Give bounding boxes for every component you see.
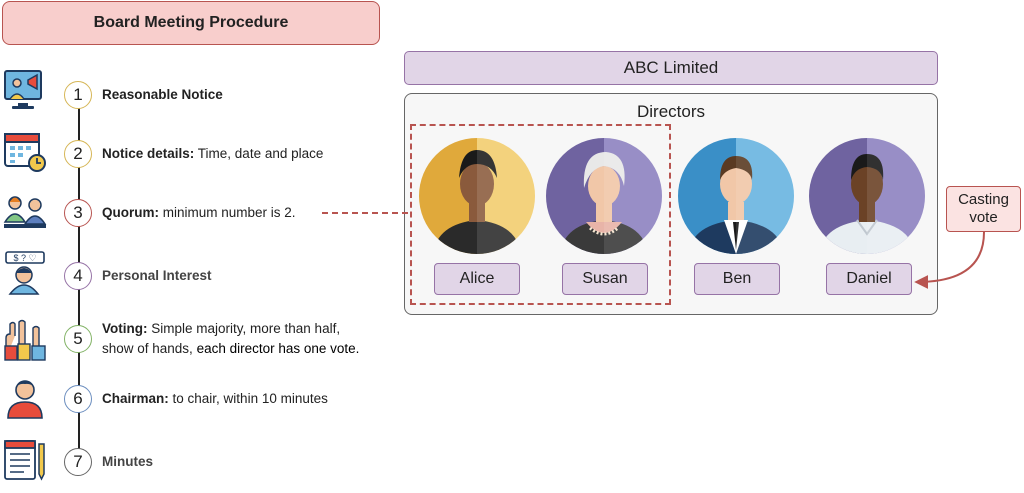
calendar-clock-icon bbox=[4, 133, 46, 172]
step-2-text: Notice details: Time, date and place bbox=[102, 146, 324, 161]
step-5-text: Voting: Simple majority, more than half,… bbox=[102, 321, 360, 356]
step-1-number: 1 bbox=[64, 81, 92, 109]
svg-text:$ ? ♡: $ ? ♡ bbox=[13, 253, 36, 263]
quorum-group-box bbox=[410, 124, 671, 305]
raised-hands-icon bbox=[4, 319, 46, 361]
step-4-number: 4 bbox=[64, 262, 92, 290]
elderly-woman-avatar-icon bbox=[546, 138, 662, 254]
director-name-alice: Alice bbox=[434, 263, 520, 295]
step-6-number: 6 bbox=[64, 385, 92, 413]
step-3-number: 3 bbox=[64, 199, 92, 227]
director-name-susan: Susan bbox=[562, 263, 648, 295]
director-name-daniel: Daniel bbox=[826, 263, 912, 295]
woman-avatar-icon bbox=[419, 138, 535, 254]
step-1-text: Reasonable Notice bbox=[102, 87, 223, 102]
casting-vote-label: Casting vote bbox=[946, 186, 1021, 232]
step-5-number: 5 bbox=[64, 325, 92, 353]
page-title: Board Meeting Procedure bbox=[2, 1, 380, 45]
step-2-number: 2 bbox=[64, 140, 92, 168]
step-7-text: Minutes bbox=[102, 454, 154, 469]
directors-title: Directors bbox=[636, 102, 705, 121]
step-6-text: Chairman: to chair, within 10 minutes bbox=[102, 391, 328, 406]
company-box: ABC Limited bbox=[404, 51, 938, 85]
meeting-people-icon bbox=[3, 196, 47, 228]
person-money-icon: $ ? ♡ bbox=[5, 251, 45, 295]
step-7-number: 7 bbox=[64, 448, 92, 476]
notebook-pen-icon bbox=[4, 440, 45, 481]
man-suit-avatar-icon bbox=[678, 138, 794, 254]
director-name-ben: Ben bbox=[694, 263, 780, 295]
chairman-icon bbox=[7, 380, 43, 419]
casting-vote-arrow bbox=[914, 231, 985, 289]
step-4-text: Personal Interest bbox=[102, 268, 212, 283]
man-avatar-icon bbox=[809, 138, 925, 254]
step-3-text: Quorum: minimum number is 2. bbox=[102, 205, 296, 220]
presentation-icon bbox=[4, 70, 42, 109]
